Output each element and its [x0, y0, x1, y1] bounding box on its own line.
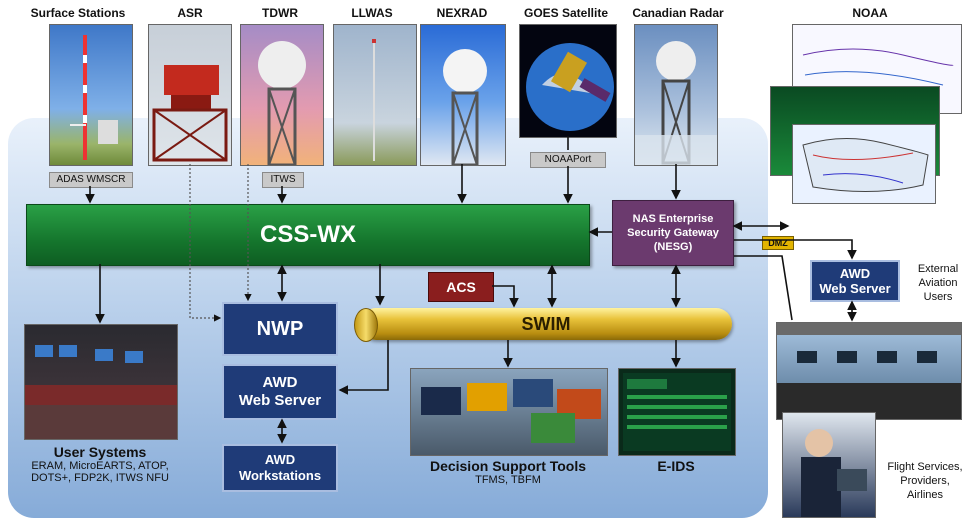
- ext-awd-line2: Web Server: [819, 281, 891, 296]
- awd-server-line1: AWD: [262, 374, 298, 391]
- dst-title: Decision Support Tools: [429, 458, 587, 474]
- fs-line1: Flight Services,: [887, 461, 963, 473]
- asr-image: [148, 24, 232, 166]
- awd-ws-line2: Workstations: [238, 468, 322, 483]
- user-systems-line2: DOTS+, FDP2K, ITWS NFU: [31, 472, 169, 484]
- canadian-radar-image: [634, 24, 718, 166]
- flight-services-caption: Flight Services, Providers, Airlines: [880, 460, 970, 502]
- label-tdwr: TDWR: [262, 6, 298, 20]
- ext-users-line3: Users: [923, 291, 953, 303]
- tdwr-image: [240, 24, 324, 166]
- nwp-box: NWP: [222, 302, 338, 356]
- external-awd-web-server-box: AWD Web Server: [810, 260, 900, 302]
- swim-label: SWIM: [521, 313, 571, 334]
- acs-box: ACS: [428, 272, 494, 302]
- goes-satellite-image: [519, 24, 617, 138]
- external-users-label: External Aviation Users: [906, 262, 970, 304]
- pilot-image: [782, 412, 876, 518]
- acs-label: ACS: [446, 279, 476, 295]
- user-systems-title: User Systems: [53, 444, 147, 460]
- ext-users-line1: External: [917, 263, 959, 275]
- swim-bar: SWIM: [360, 308, 732, 340]
- csswx-label: CSS-WX: [260, 221, 356, 248]
- e-ids-caption: E-IDS: [657, 458, 695, 474]
- tag-adas-wmscr: ADAS WMSCR: [49, 172, 133, 188]
- awd-web-server-box: AWD Web Server: [222, 364, 338, 420]
- noaa-map-3: [792, 124, 936, 204]
- tower-cab-image: [776, 322, 962, 420]
- awd-server-line2: Web Server: [238, 392, 322, 409]
- llwas-image: [333, 24, 417, 166]
- decision-support-tools-image: [410, 368, 608, 456]
- swim-cap: [354, 308, 378, 342]
- awd-ws-line1: AWD: [264, 452, 296, 467]
- user-systems-image: [24, 324, 178, 440]
- label-asr: ASR: [177, 6, 203, 20]
- fs-line3: Airlines: [906, 489, 944, 501]
- csswx-bar: CSS-WX: [26, 204, 590, 266]
- ext-awd-line1: AWD: [839, 266, 871, 281]
- awd-workstations-box: AWD Workstations: [222, 444, 338, 492]
- dst-caption: Decision Support Tools TFMS, TBFM: [404, 458, 612, 486]
- tag-itws: ITWS: [262, 172, 304, 188]
- nesg-line1: NAS Enterprise: [632, 213, 714, 225]
- nexrad-image: [420, 24, 506, 166]
- label-surface-stations: Surface Stations: [30, 6, 126, 20]
- ext-users-line2: Aviation: [918, 277, 958, 289]
- user-systems-caption: User Systems ERAM, MicroEARTS, ATOP, DOT…: [20, 444, 180, 484]
- surface-stations-image: [49, 24, 133, 166]
- nwp-label: NWP: [256, 317, 304, 340]
- label-goes: GOES Satellite: [523, 6, 609, 20]
- nesg-line2: Security Gateway: [627, 227, 719, 239]
- label-noaa: NOAA: [852, 6, 888, 20]
- label-llwas: LLWAS: [351, 6, 393, 20]
- fs-line2: Providers,: [900, 475, 950, 487]
- label-canadian-radar: Canadian Radar: [632, 6, 724, 20]
- user-systems-line1: ERAM, MicroEARTS, ATOP,: [31, 460, 169, 472]
- nesg-line3: (NESG): [653, 241, 693, 253]
- dst-sub: TFMS, TBFM: [475, 474, 541, 486]
- e-ids-image: [618, 368, 736, 456]
- label-nexrad: NEXRAD: [436, 6, 488, 20]
